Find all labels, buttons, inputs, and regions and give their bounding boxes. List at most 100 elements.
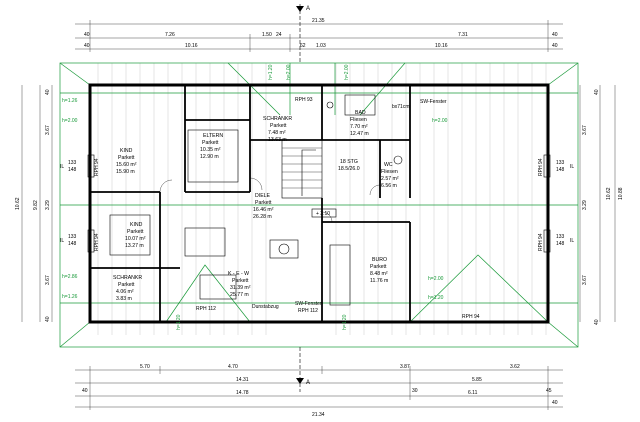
room-floor: Fliesen [350, 117, 367, 123]
staircase [281, 139, 323, 199]
dim-top-s2-0: 40 [84, 43, 90, 49]
dim-bottom-overall: 21.34 [312, 412, 325, 418]
room-area: 15.60 m² [116, 162, 137, 168]
height-label: h=1.20 [428, 295, 444, 301]
dim-bottom-s0: 40 [82, 388, 88, 394]
window-il: IL [60, 164, 64, 170]
dim-top-r2-1: 1.50 [262, 32, 272, 38]
window-sw-top: SW-Fenster [420, 99, 447, 105]
room-perim: 12.90 m [200, 154, 219, 160]
height-label: h=1.20 [342, 314, 348, 330]
room-kew: K - E - W Parkett 31.39 m² 25.77 m [228, 271, 251, 298]
section-marker-top-label: A [306, 6, 310, 12]
window-h: 148 [556, 241, 565, 247]
room-perim: 13.27 m [125, 243, 144, 249]
window-code: RPH 94 [538, 158, 544, 176]
dim-bottom-b1: 5.85 [472, 377, 482, 383]
height-label: h=1.20 [268, 64, 274, 80]
window-w: 133 [68, 160, 77, 166]
dim-bottom-t0: 14.78 [236, 390, 249, 396]
dunstabzug: Dunstabzug [252, 304, 279, 310]
dim-right-p2: 3.67 [582, 275, 588, 285]
room-area: 8.48 m² [370, 271, 388, 277]
room-perim: 6.56 m [381, 183, 397, 189]
dim-top-r3-1: 1.03 [316, 43, 326, 49]
room-bad: BAD Fliesen 7.70 m² 12.47 m [350, 110, 369, 137]
room-buro: BURO Parkett 8.48 m² 11.76 m [370, 257, 388, 284]
room-perim: 25.77 m [230, 292, 249, 298]
dim-top-s1-0: 40 [84, 32, 90, 38]
level-mark: + 3.10 [316, 211, 330, 217]
room-area: 2.57 m² [381, 176, 399, 182]
room-schrankr-2: SCHRANKR Parkett 4.06 m² 3.83 m [113, 275, 142, 302]
window-rph-bottom-2: RPH 94 [462, 314, 480, 320]
dim-top-r2-0: 7.26 [165, 32, 175, 38]
side-window-right-1: RPH 94 133 148 IL [538, 154, 574, 178]
dim-top-s1-1: 24 [276, 32, 282, 38]
side-window-left-2: RPH 94 133 148 IL [60, 229, 100, 253]
room-diele: DIELE Parkett 16.46 m² 26.28 m [253, 193, 274, 220]
rafter-grid [97, 63, 547, 335]
window-h: 148 [68, 167, 77, 173]
roof-outline [59, 62, 579, 348]
interior-walls [90, 85, 411, 322]
window-sw-bottom: SW-Fenster [295, 301, 322, 307]
dim-right-overall: 10.88 [618, 187, 624, 200]
dim-left-p0: 3.67 [45, 125, 51, 135]
window-il: IL [570, 164, 574, 170]
room-kind-2: KIND Parkett 10.07 m² 13.27 m [125, 222, 146, 249]
room-floor: Parkett [255, 200, 272, 206]
room-floor: Parkett [127, 229, 144, 235]
dim-top-overall: 21.35 [312, 18, 325, 24]
room-floor: Parkett [202, 140, 219, 146]
dim-top-r2-2: 7.31 [458, 32, 468, 38]
room-floor: Parkett [270, 123, 287, 129]
exterior-walls [88, 83, 550, 324]
dim-right-p0: 3.67 [582, 125, 588, 135]
dim-top-s2-2: 40 [552, 43, 558, 49]
dim-bottom-s1: 30 [412, 388, 418, 394]
dimension-lines [21, 20, 616, 410]
section-marker-bottom [296, 347, 304, 392]
room-floor: Parkett [118, 282, 135, 288]
room-kind-1: KIND Parkett 15.60 m² 15.90 m [116, 148, 137, 175]
room-floor: Fliesen [381, 169, 398, 175]
room-floor: Parkett [370, 264, 387, 270]
height-label: h=1.20 [176, 314, 182, 330]
height-label: h=2.00 [62, 118, 78, 124]
room-area: 7.70 m² [350, 124, 368, 130]
room-perim: 26.28 m [253, 214, 272, 220]
room-area: 7.48 m² [268, 130, 286, 136]
fixtures [109, 94, 403, 306]
dim-top-s2-1: 62 [300, 43, 306, 49]
room-area: 10.35 m² [200, 147, 221, 153]
room-name: KIND [120, 148, 133, 154]
dim-bottom-p1: 4.70 [228, 364, 238, 370]
room-name: SCHRANKR [263, 116, 292, 122]
dim-bottom-s3: 40 [552, 400, 558, 406]
dim-bottom-t1: 6.11 [468, 390, 478, 396]
dim-bottom-b0: 14.31 [236, 377, 249, 383]
dim-left-s1: 40 [45, 316, 51, 322]
room-name: KIND [130, 222, 143, 228]
height-label: h=2.86 [62, 274, 78, 280]
room-area: 4.06 m² [116, 289, 134, 295]
height-label: h=2.00 [428, 276, 444, 282]
room-area: 10.07 m² [125, 236, 146, 242]
dim-left-overall: 10.62 [15, 197, 21, 210]
room-wc: WC Fliesen 2.57 m² 6.56 m [381, 162, 399, 189]
dim-right-inner: 10.62 [606, 187, 612, 200]
window-w: 133 [68, 234, 77, 240]
window-il: IL [60, 238, 64, 244]
dim-bottom-p2: 3.87 [400, 364, 410, 370]
dim-bottom-s2: 45 [546, 388, 552, 394]
room-perim: 3.83 m [116, 296, 132, 302]
dim-right-p1: 3.29 [582, 200, 588, 210]
side-window-left-1: RPH 94 133 148 IL [60, 154, 100, 178]
room-name: BAD [355, 110, 366, 116]
window-rph-bottom-1: RPH 112 [298, 308, 318, 314]
window-rph-bottom-0: RPH 112 [196, 306, 216, 312]
dim-top-s1-2: 40 [552, 32, 558, 38]
room-perim: 15.90 m [116, 169, 135, 175]
